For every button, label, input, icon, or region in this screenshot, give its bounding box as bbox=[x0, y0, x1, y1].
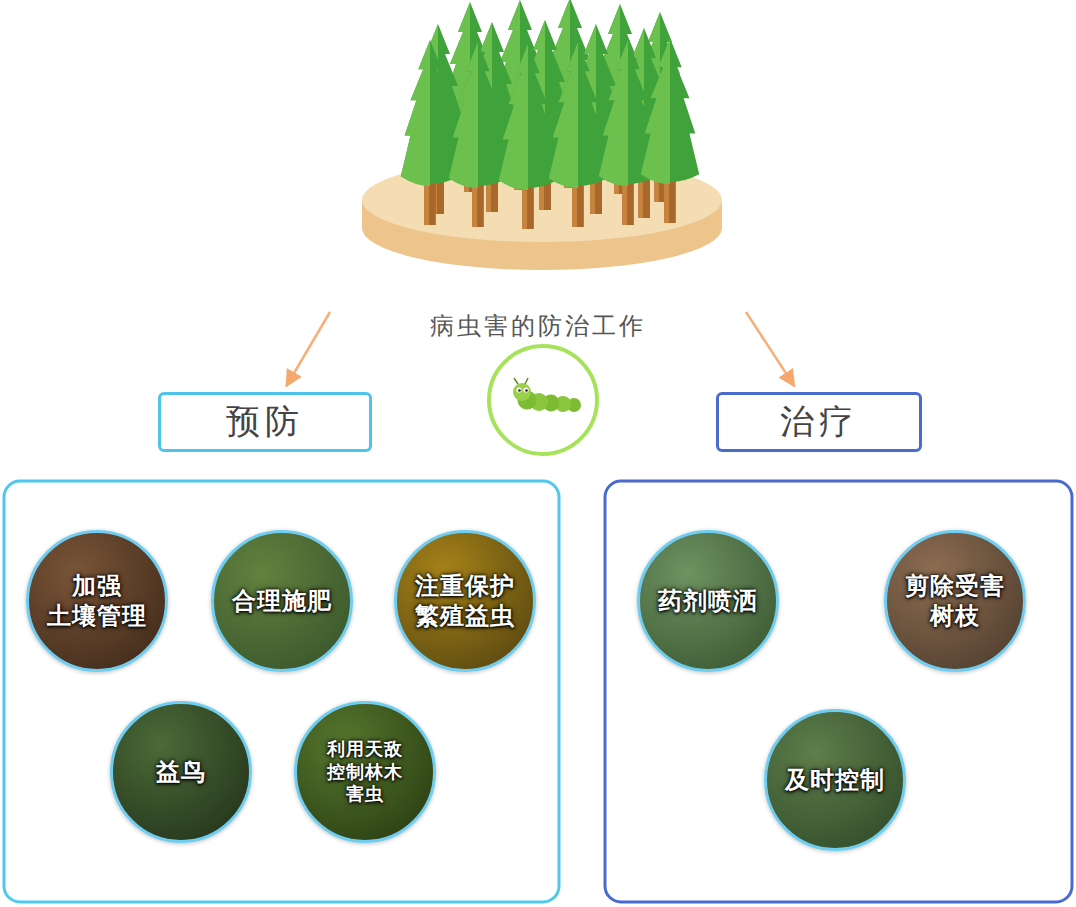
flow-arrow bbox=[286, 312, 330, 386]
measure-label: 注重保护 繁殖益虫 bbox=[406, 571, 524, 631]
forest-trees bbox=[401, 0, 699, 229]
caterpillar-icon bbox=[489, 346, 597, 454]
prevent-panel bbox=[4, 481, 559, 902]
measure-circle: 剪除受害 树枝 bbox=[884, 530, 1026, 672]
measure-circle: 利用天敌 控制林木 害虫 bbox=[294, 701, 436, 843]
measure-circle: 及时控制 bbox=[764, 709, 906, 851]
measure-label: 利用天敌 控制林木 害虫 bbox=[320, 738, 410, 806]
category-label: 预防 bbox=[226, 399, 304, 445]
measure-label: 剪除受害 树枝 bbox=[896, 571, 1014, 631]
measure-label: 合理施肥 bbox=[232, 586, 332, 616]
measure-circle: 合理施肥 bbox=[211, 530, 353, 672]
measure-label: 药剂喷洒 bbox=[658, 586, 758, 616]
flow-arrow bbox=[746, 312, 794, 386]
measure-circle: 加强 土壤管理 bbox=[26, 530, 168, 672]
category-box: 治疗 bbox=[716, 392, 922, 452]
category-label: 治疗 bbox=[780, 399, 858, 445]
treat-panel bbox=[605, 481, 1072, 902]
measure-label: 益鸟 bbox=[156, 757, 206, 787]
measure-label: 及时控制 bbox=[785, 765, 885, 795]
section-heading: 病虫害的防治工作 bbox=[430, 310, 646, 342]
measure-label: 加强 土壤管理 bbox=[38, 571, 156, 631]
category-box: 预防 bbox=[158, 392, 372, 452]
measure-circle: 注重保护 繁殖益虫 bbox=[394, 530, 536, 672]
measure-circle: 药剂喷洒 bbox=[637, 530, 779, 672]
heading-node: 病虫害的防治工作 bbox=[330, 304, 746, 348]
measure-circle: 益鸟 bbox=[110, 701, 252, 843]
